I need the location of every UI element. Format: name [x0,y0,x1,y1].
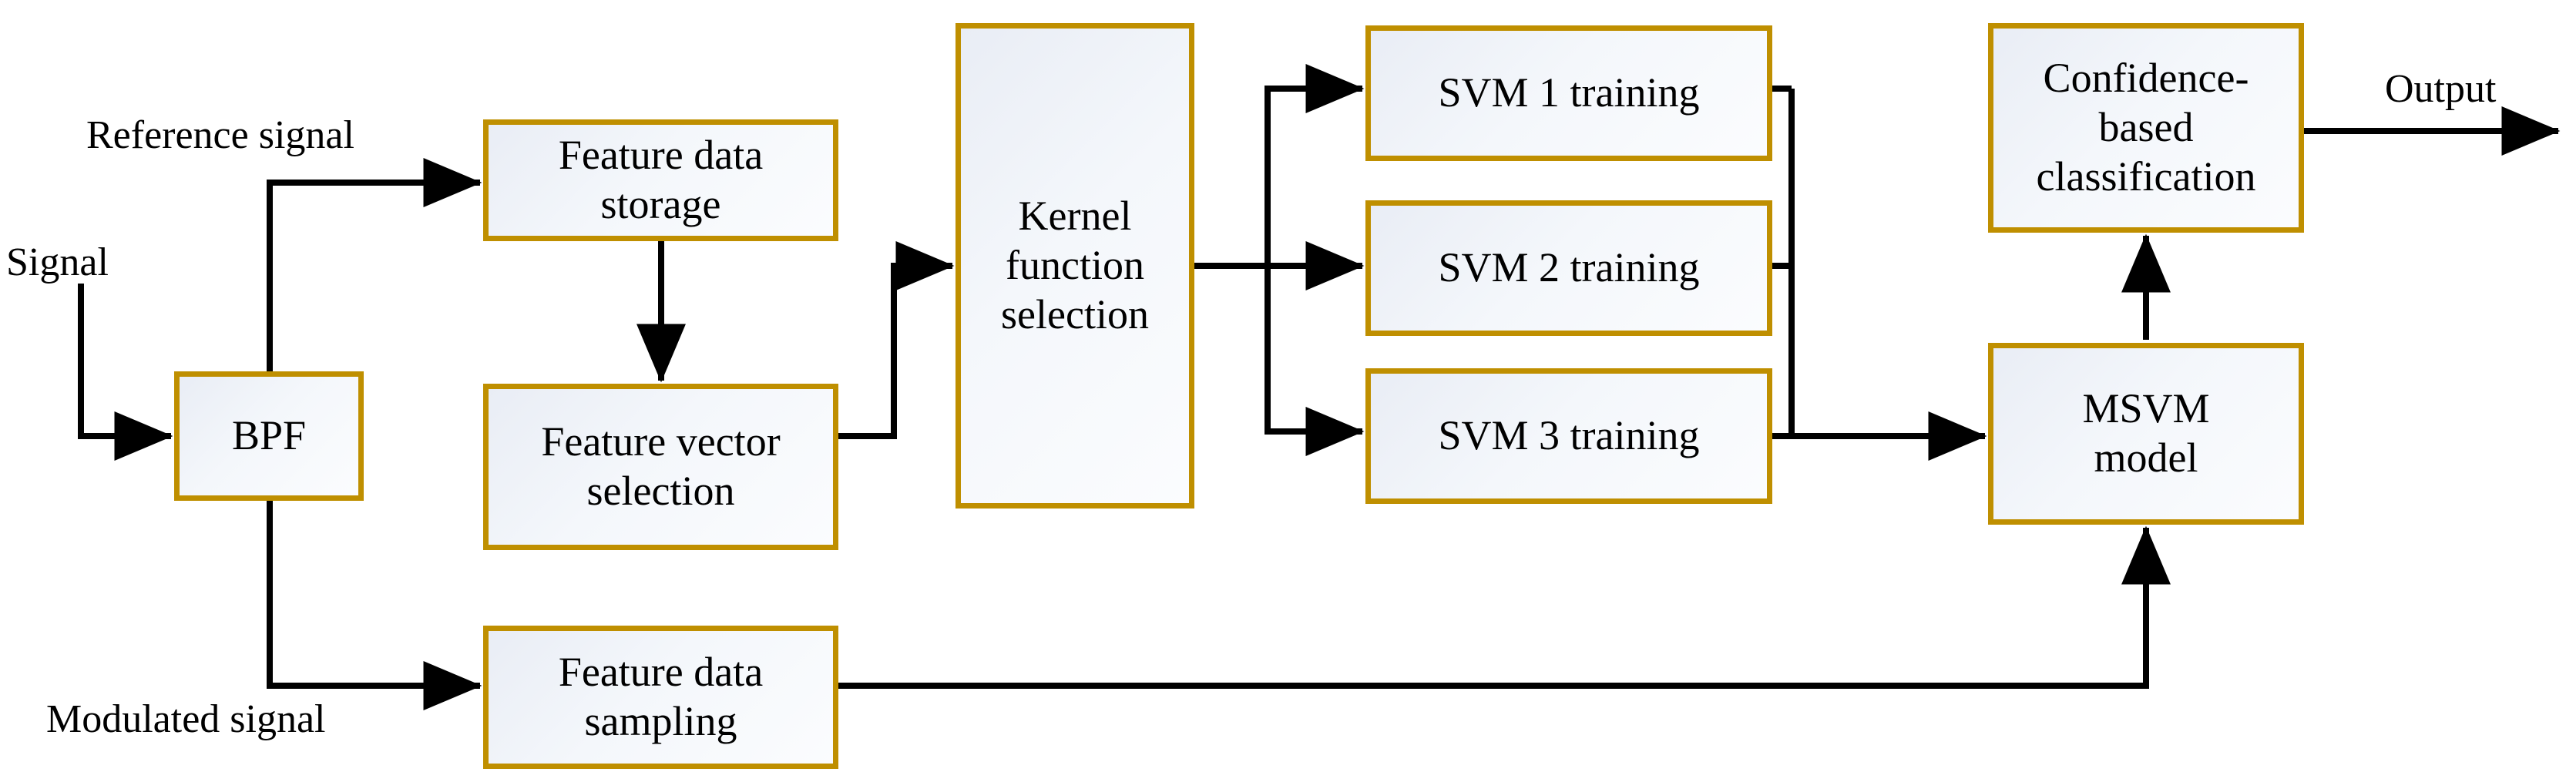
label-reference-signal: Reference signal [86,113,354,157]
node-confidence-based-classification[interactable]: Confidence- based classification [1988,23,2304,233]
node-kernel-function-selection-label: Kernel function selection [1001,193,1149,337]
label-modulated-signal: Modulated signal [46,697,326,741]
node-msvm-model[interactable]: MSVM model [1988,343,2304,525]
node-confidence-based-classification-label: Confidence- based classification [2036,55,2256,200]
node-feature-data-sampling-label: Feature data sampling [558,649,764,744]
node-svm3-training-label: SVM 3 training [1438,412,1700,459]
node-svm1-training-label: SVM 1 training [1438,69,1700,116]
node-svm2-training[interactable]: SVM 2 training [1365,200,1772,336]
label-output: Output [2385,67,2497,111]
node-feature-data-sampling[interactable]: Feature data sampling [483,626,838,769]
node-bpf[interactable]: BPF [174,371,364,501]
label-signal: Signal [6,240,109,284]
node-svm3-training[interactable]: SVM 3 training [1365,368,1772,504]
node-feature-data-storage[interactable]: Feature data storage [483,119,838,241]
node-svm1-training[interactable]: SVM 1 training [1365,25,1772,161]
node-svm2-training-label: SVM 2 training [1438,244,1700,291]
node-msvm-model-label: MSVM model [2082,385,2210,481]
wire-vector-to-kernel [838,241,955,439]
node-feature-vector-selection-label: Feature vector selection [541,418,781,514]
node-feature-data-storage-label: Feature data storage [558,132,764,227]
node-bpf-label: BPF [231,412,307,459]
node-feature-vector-selection[interactable]: Feature vector selection [483,384,838,550]
node-kernel-function-selection[interactable]: Kernel function selection [956,23,1194,509]
